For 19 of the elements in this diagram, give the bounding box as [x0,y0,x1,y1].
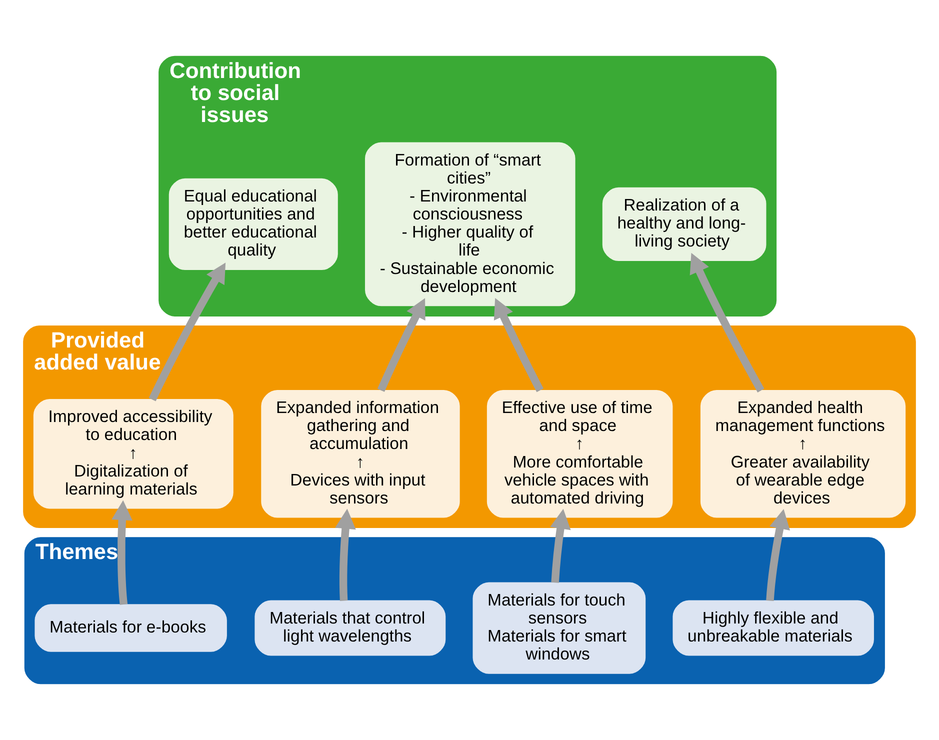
node-box: Materials for touch sensors Materials for smart windows [472,582,646,674]
arrow [766,508,790,601]
node-box: Materials that control light wavelengths [254,600,446,656]
arrow [550,508,571,583]
node-box: Highly flexible and unbreakable materials [672,600,874,656]
node-box: Materials for e-books [34,604,227,652]
arrow [112,500,132,605]
node-box: Expanded information gathering and accumulation ↑ Devices with input sensors [261,390,460,518]
node-box: Equal educational opportunities and better educational quality [168,178,338,270]
arrow [494,298,544,392]
node-box: Effective use of time and space ↑ More comfortable vehicle spaces with automated driving [486,390,673,518]
node-box: Realization of a healthy and long-living society [602,187,766,261]
arrow [335,508,356,601]
node-box: Improved accessibility to education ↑ Digitalization of learning materials [33,399,234,509]
arrow [377,298,426,392]
node-box: Formation of “smart cities” - Environmental consciousness - Higher quality of life - Sustainable economic development [365,142,576,306]
node-box: Expanded health management functions ↑ Greater availability of wearable edge devices [700,390,906,518]
arrow [148,262,226,402]
arrow [690,252,764,392]
